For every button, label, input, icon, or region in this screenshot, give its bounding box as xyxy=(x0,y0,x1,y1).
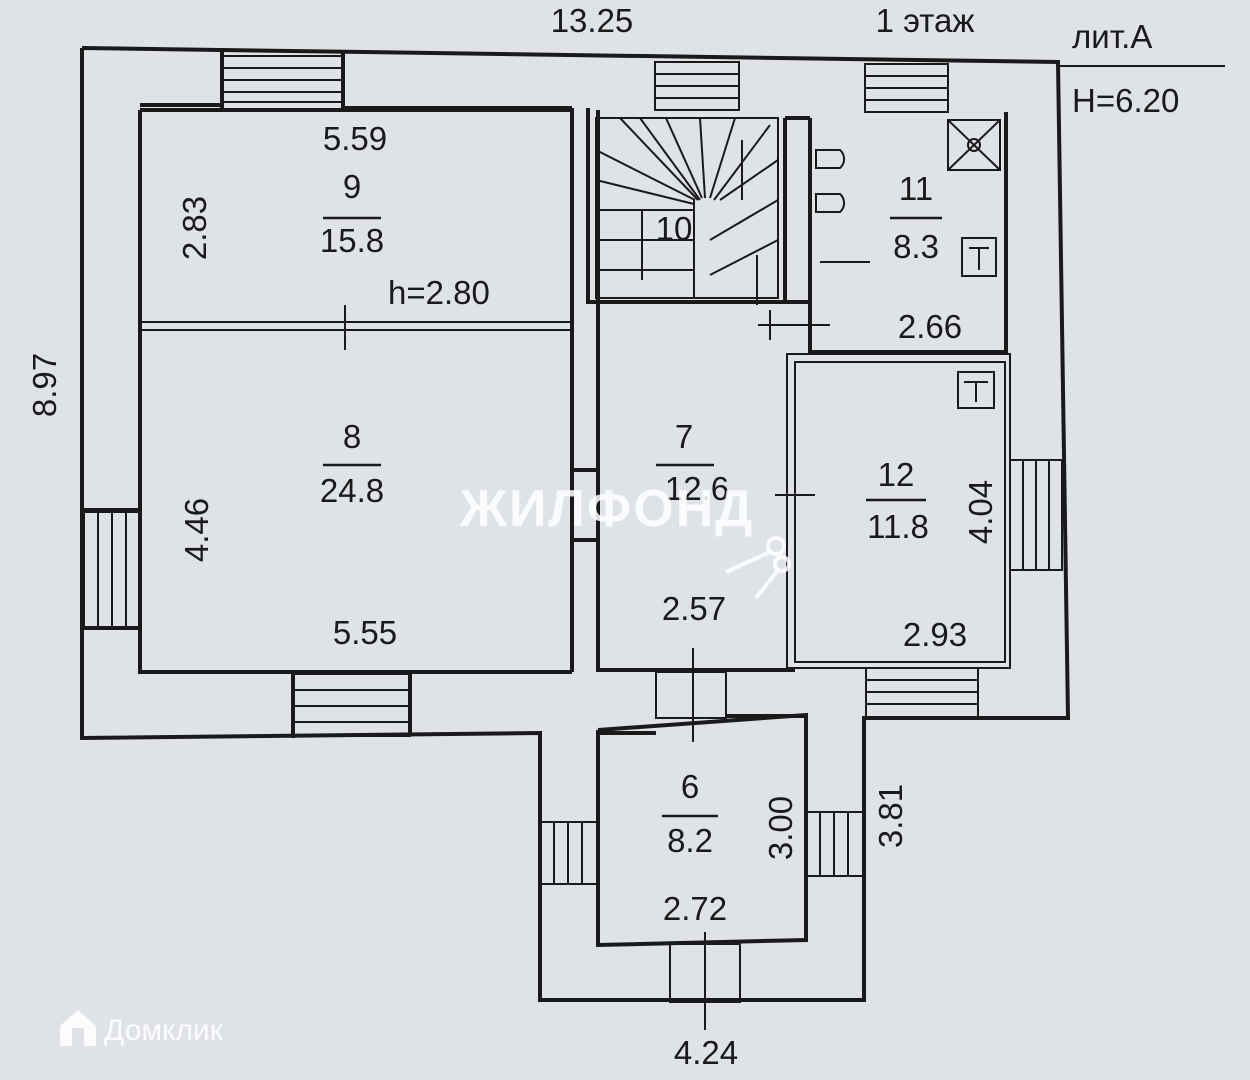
domclick-logo: Домклик xyxy=(60,1010,224,1047)
room-6-width: 2.72 xyxy=(663,890,727,927)
liter-label: лит.А xyxy=(1072,18,1152,55)
room-8-width: 5.55 xyxy=(333,614,397,651)
room-8-number: 8 xyxy=(343,418,361,455)
room-8-area: 24.8 xyxy=(320,472,384,509)
watermark: ЖИЛФОНД xyxy=(459,480,791,600)
room-11-width: 2.66 xyxy=(898,308,962,345)
floor-label: 1 этаж xyxy=(876,2,975,39)
height-label: Н=6.20 xyxy=(1072,82,1179,119)
room-9-area: 15.8 xyxy=(320,222,384,259)
room-11: 11 8.3 2.66 xyxy=(890,170,962,345)
left-total-dimension: 8.97 xyxy=(26,353,63,417)
room-9-width: 5.59 xyxy=(323,120,387,157)
room-9-ceiling-height: h=2.80 xyxy=(388,274,490,311)
room-11-number: 11 xyxy=(899,170,933,207)
room-8-depth: 4.46 xyxy=(178,498,215,562)
room-8: 8 24.8 4.46 5.55 xyxy=(178,418,397,651)
room-11-area: 8.3 xyxy=(893,228,939,265)
room-7-number: 7 xyxy=(675,418,693,455)
room-12-number: 12 xyxy=(878,456,915,493)
staircase xyxy=(595,117,779,305)
domclick-logo-text: Домклик xyxy=(104,1014,224,1047)
room-12-width: 2.93 xyxy=(903,616,967,653)
room-6-area: 8.2 xyxy=(667,822,713,859)
room-12: 12 11.8 4.04 2.93 xyxy=(866,456,999,653)
keys-icon xyxy=(725,536,791,600)
room-6-depth: 3.00 xyxy=(762,796,799,860)
room-9-depth: 2.83 xyxy=(176,196,213,260)
watermark-text: ЖИЛФОНД xyxy=(459,480,754,538)
room-9: 5.59 2.83 9 15.8 h=2.80 xyxy=(176,120,490,311)
room-6: 6 8.2 3.00 2.72 xyxy=(662,768,799,927)
porch-bottom-dimension: 4.24 xyxy=(674,1034,738,1071)
room-12-area: 11.8 xyxy=(867,508,929,545)
porch-right-dimension: 3.81 xyxy=(872,784,909,848)
room-6-number: 6 xyxy=(681,768,699,805)
room-7-width: 2.57 xyxy=(662,590,726,627)
bathroom-fixtures xyxy=(815,119,1001,409)
room-10-number: 10 xyxy=(656,210,693,247)
room-12-depth: 4.04 xyxy=(962,480,999,544)
total-width-label: 13.25 xyxy=(551,2,634,39)
interior-walls xyxy=(140,108,1011,948)
room-7: 7 12.6 2.57 xyxy=(656,418,729,627)
room-9-number: 9 xyxy=(343,168,361,205)
room-7-area: 12.6 xyxy=(665,470,729,507)
house-icon xyxy=(60,1010,96,1046)
